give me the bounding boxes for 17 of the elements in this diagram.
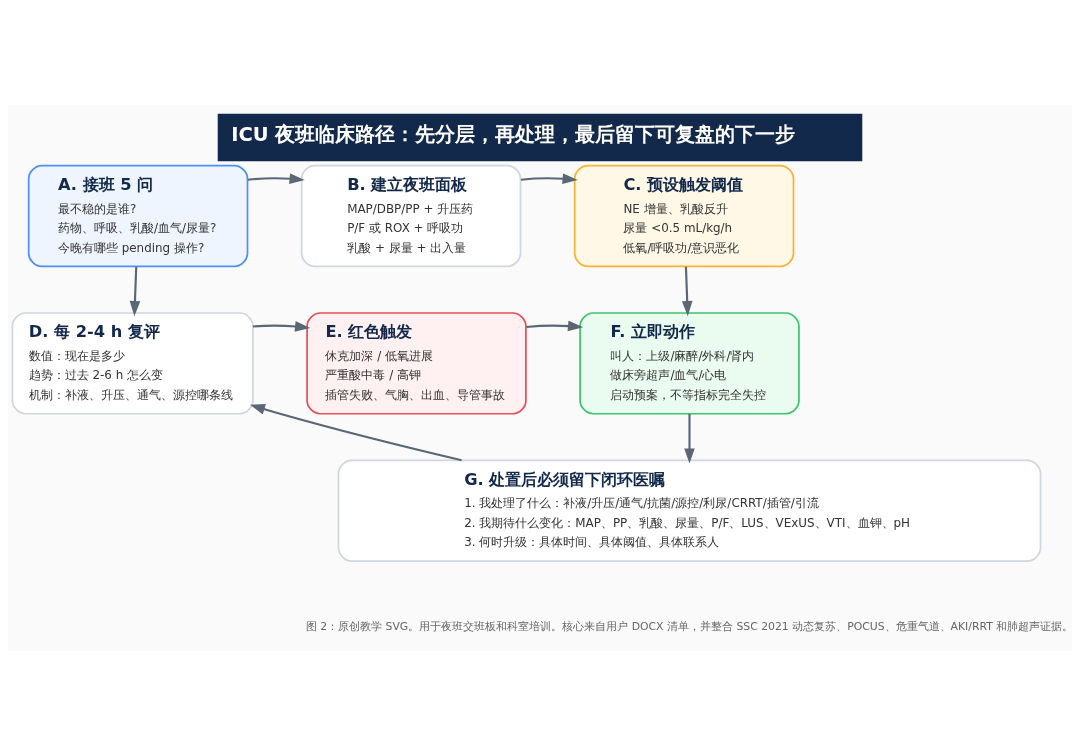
arrow [129, 266, 141, 316]
arrow [520, 172, 578, 184]
arrow [252, 320, 311, 332]
arrow [681, 266, 693, 316]
arrow [247, 172, 305, 184]
node-box: C. 预设触发阈值 NE 增量、乳酸反升 尿量 <0.5 mL/kg/h 低氧/呼吸功/意识恶化 [573, 164, 795, 267]
node-box: D. 每 2-4 h 复评 数值：现在是多少 趋势：过去 2-6 h 怎么变 机制：补液、升压、通气、源控哪条线 [11, 311, 254, 415]
node-box: G. 处置后必须留下闭环医嘱 1. 我处理了什么：补液/升压/通气/抗菌/源控/利尿/CRRT/插管/引流 2. 我期待什么变化：MAP、PP、乳酸、尿量、P/F、LUS、VExUS、VTI、血钾、pH 3. 何时升级：具体时间、具体阈值、具体联系人 [337, 458, 1042, 562]
node-box: E. 红色触发 休克加深 / 低氧进展 严重酸中毒 / 高钾 插管失败、气胸、出血、导管事故 [306, 311, 527, 415]
node-box: A. 接班 5 问 最不稳的是谁? 药物、呼吸、乳酸/血气/尿量? 今晚有哪些 pending 操作? [27, 164, 249, 267]
diagram-title: ICU 夜班临床路径：先分层，再处理，最后留下可复盘的下一步 [231, 122, 796, 146]
arrow [684, 413, 695, 464]
arrow [526, 320, 584, 331]
node-box: B. 建立夜班面板 MAP/DBP/PP + 升压药 P/F 或 ROX + 呼吸功 乳酸 + 尿量 + 出入量 [300, 164, 522, 267]
arrow [249, 403, 462, 461]
node-box: F. 立即动作 叫人：上级/麻醉/外科/肾内 做床旁超声/血气/心电 启动预案，不等指标完全失控 [579, 311, 800, 415]
caption: 图 2：原创教学 SVG。用于夜班交班板和科室培训。核心来自用户 DOCX 清单，并整合 SSC 2021 动态复苏、POCUS、危重气道、AKI/RRT 和肺超声证据。 [305, 619, 1074, 633]
